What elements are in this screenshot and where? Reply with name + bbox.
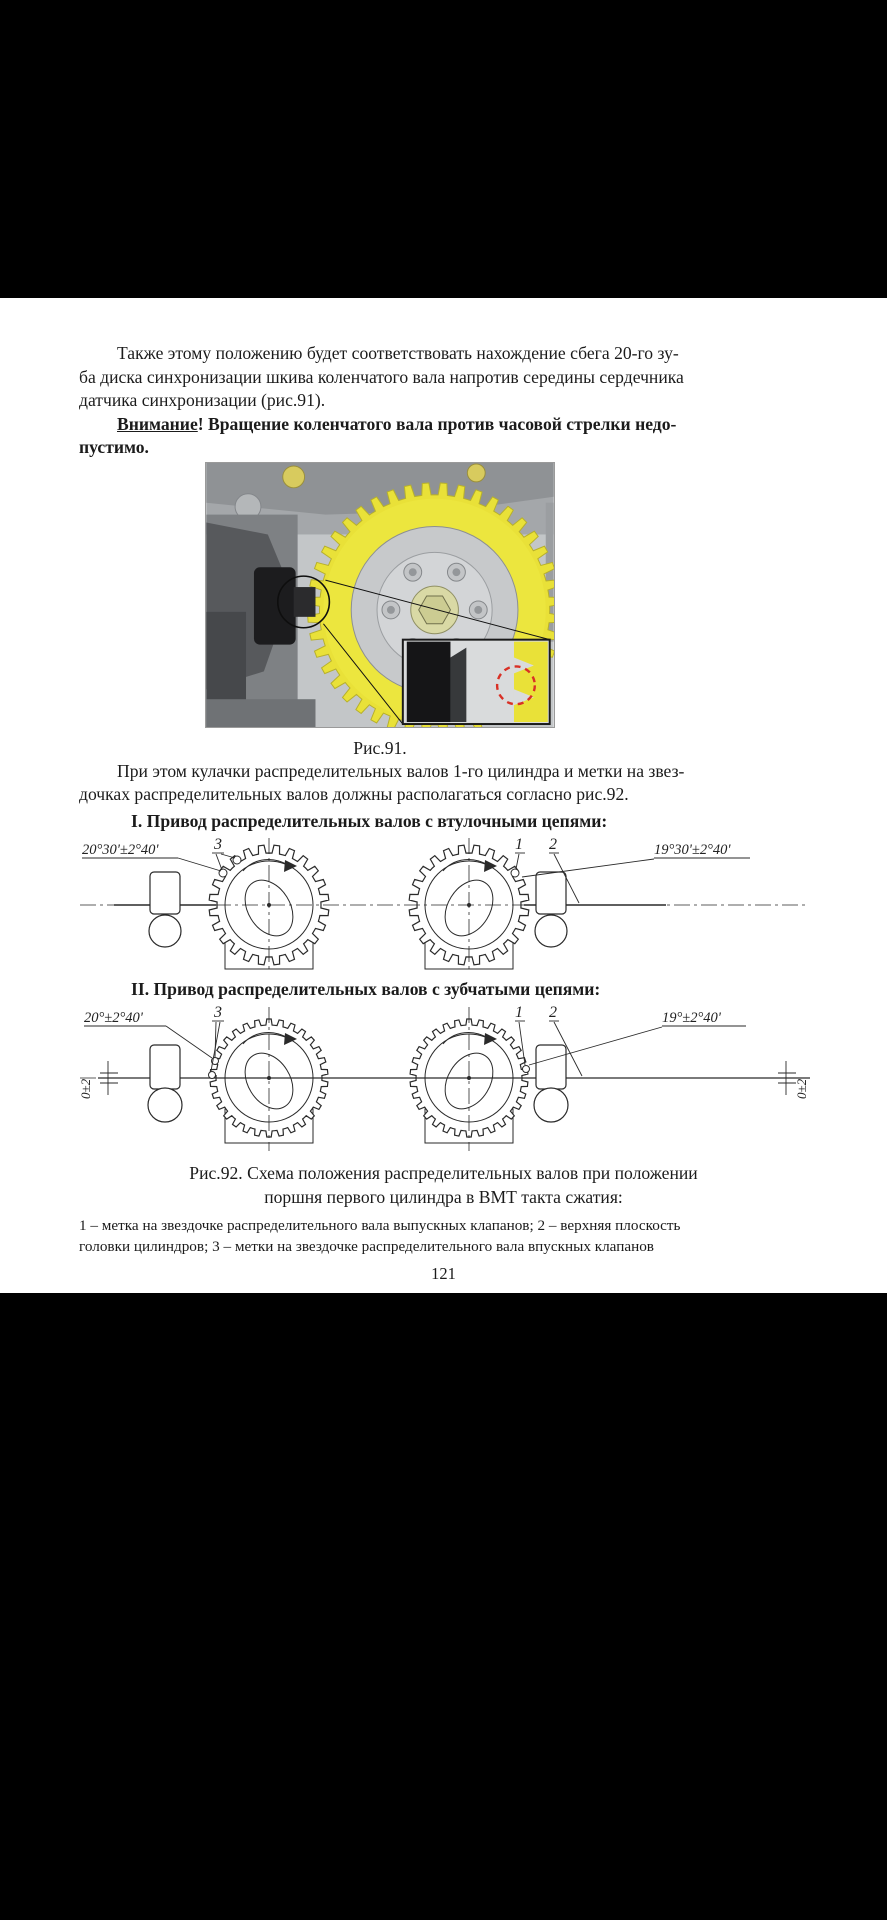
callout-circle bbox=[276, 574, 331, 629]
red-highlight-circle bbox=[495, 664, 537, 705]
intake-marks-label: 3 bbox=[213, 836, 222, 853]
legend-text: 1 – метка на звездочке распределительног… bbox=[79, 1216, 681, 1255]
warning-text: ! Вращение коленчатого вала против часов… bbox=[79, 413, 677, 458]
document-page: Также этому положению будет соответствов… bbox=[0, 298, 887, 1293]
callout-line-bottom bbox=[323, 622, 404, 724]
leader-lines bbox=[81, 852, 750, 903]
dim-right-label: 0±2 bbox=[794, 1078, 809, 1099]
inset-detail bbox=[401, 638, 551, 725]
paragraph-crank-position: Также этому положению будет соответствов… bbox=[79, 343, 684, 410]
rotation-arrows bbox=[242, 1031, 497, 1045]
section-heading-bushing-chains: I. Привод распределительных валов с втул… bbox=[131, 810, 608, 831]
leader-lines bbox=[83, 1020, 746, 1076]
section-heading-toothed-chains: II. Привод распределительных валов с зуб… bbox=[131, 978, 601, 999]
fig91-image bbox=[205, 461, 555, 728]
callout-line-top bbox=[325, 579, 550, 640]
top-letterbox bbox=[0, 0, 887, 298]
warning-paragraph: Внимание! Вращение коленчатого вала прот… bbox=[79, 413, 811, 460]
exhaust-mark-label: 1 bbox=[515, 1004, 523, 1021]
head-plane-label: 2 bbox=[549, 1004, 557, 1021]
angle-right-label: 19°30'±2°40' bbox=[654, 842, 731, 858]
bottom-letterbox bbox=[0, 1293, 887, 1920]
intake-marks-label: 3 bbox=[213, 1004, 222, 1021]
engine-block-left bbox=[206, 502, 554, 727]
valve-tappets bbox=[147, 870, 568, 948]
figure-91 bbox=[205, 461, 555, 728]
fig92-caption: Рис.92. Схема положения распределительны… bbox=[189, 1162, 698, 1207]
sync-sensor bbox=[253, 566, 316, 645]
center-hex-bolt bbox=[418, 594, 452, 624]
rotation-arrows bbox=[242, 858, 497, 872]
angle-left-label: 20°30'±2°40' bbox=[82, 842, 159, 858]
paragraph-cam-marks: При этом кулачки распределительных валов… bbox=[79, 760, 685, 805]
fig91-caption: Рис.91. bbox=[353, 737, 407, 758]
warning-keyword: Внимание bbox=[117, 413, 198, 434]
dimension-lines bbox=[99, 1060, 796, 1095]
drawing-toothed-chains: 20°±2°40' 3 1 2 19°±2°40' 0±2 0±2 bbox=[78, 1004, 810, 1151]
valve-tappets bbox=[146, 1043, 569, 1123]
dim-left-label: 0±2 bbox=[78, 1078, 93, 1099]
angle-right-label: 19°±2°40' bbox=[662, 1010, 722, 1026]
exhaust-mark-label: 1 bbox=[515, 836, 523, 853]
centerlines bbox=[79, 1006, 810, 1151]
drawing-bushing-chains: 20°30'±2°40' 3 1 2 19°30'±2°40' bbox=[79, 836, 808, 973]
head-plane-label: 2 bbox=[549, 836, 557, 853]
angle-left-label: 20°±2°40' bbox=[84, 1010, 144, 1026]
page-number: 121 bbox=[431, 1263, 456, 1283]
